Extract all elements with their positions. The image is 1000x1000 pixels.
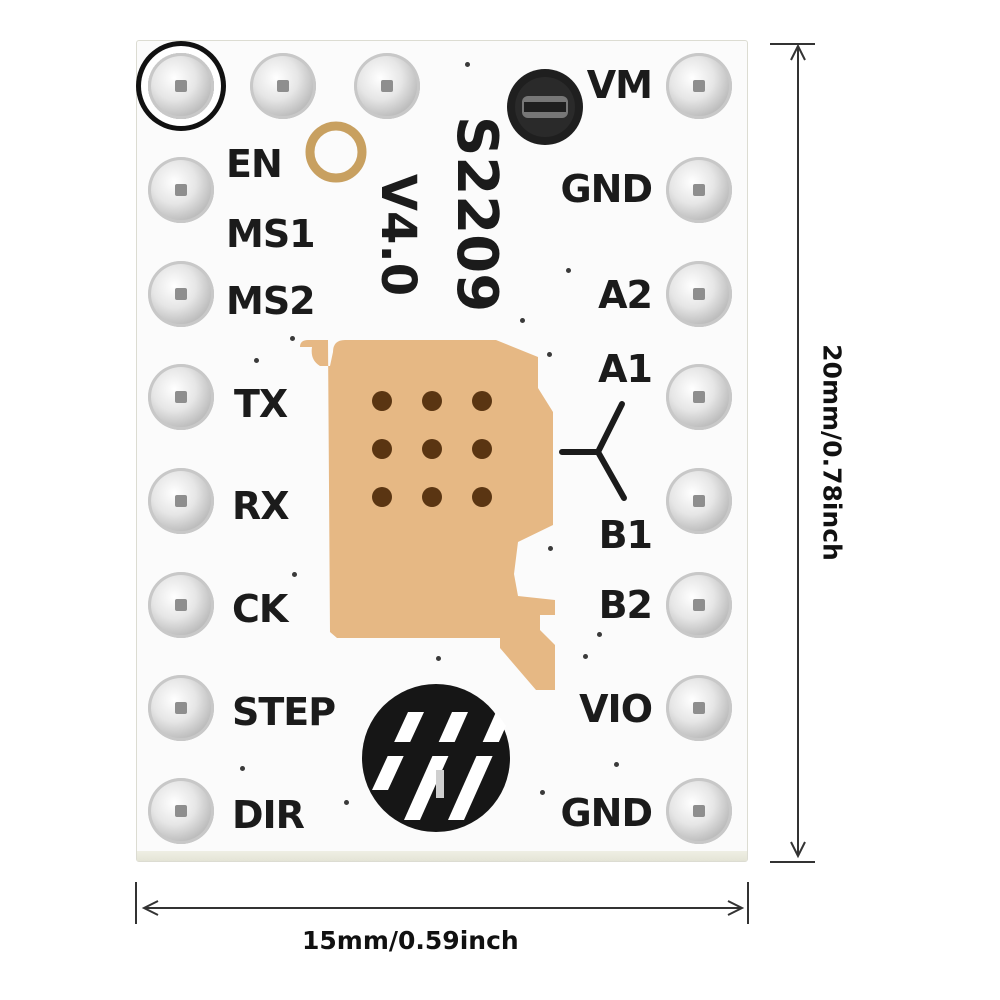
silkscreen-dot bbox=[547, 352, 552, 357]
pad-via bbox=[422, 439, 442, 459]
pin-label-b1: B1 bbox=[598, 513, 653, 557]
left-pin bbox=[148, 364, 214, 430]
right-pin bbox=[666, 157, 732, 223]
pin-label-ms2: MS2 bbox=[226, 279, 316, 323]
silkscreen-dot bbox=[566, 268, 571, 273]
left-pin bbox=[148, 572, 214, 638]
silkscreen-dot bbox=[548, 546, 553, 551]
pad-via bbox=[422, 487, 442, 507]
width-dimension-label: 15mm/0.59inch bbox=[302, 926, 519, 955]
top-pin bbox=[250, 53, 316, 119]
silkscreen-dot bbox=[436, 656, 441, 661]
pin-label-en: EN bbox=[226, 142, 283, 186]
silkscreen-dot bbox=[240, 766, 245, 771]
board-model-label: S2209 bbox=[444, 116, 509, 313]
pad-via bbox=[372, 487, 392, 507]
pin-label-vio: VIO bbox=[579, 687, 653, 731]
pad-via bbox=[372, 439, 392, 459]
pin-label-b2: B2 bbox=[598, 583, 653, 627]
pin-label-a2: A2 bbox=[598, 273, 653, 317]
right-pin bbox=[666, 261, 732, 327]
left-pin bbox=[148, 261, 214, 327]
pad-via bbox=[472, 439, 492, 459]
left-pin bbox=[148, 468, 214, 534]
right-pin bbox=[666, 468, 732, 534]
pin-label-a1: A1 bbox=[598, 347, 653, 391]
silkscreen-dot bbox=[597, 632, 602, 637]
pin-label-ms1: MS1 bbox=[226, 212, 316, 256]
silkscreen-dot bbox=[465, 62, 470, 67]
left-pin bbox=[148, 675, 214, 741]
top-pin bbox=[354, 53, 420, 119]
copper-ring bbox=[305, 121, 367, 183]
brand-logo-icon bbox=[362, 684, 510, 832]
pad-via bbox=[472, 487, 492, 507]
pad-via bbox=[472, 391, 492, 411]
silkscreen-dot bbox=[540, 790, 545, 795]
pin-label-vm: VM bbox=[586, 63, 653, 107]
left-pin bbox=[148, 157, 214, 223]
pad-via bbox=[422, 391, 442, 411]
silkscreen-dot bbox=[344, 800, 349, 805]
copper-pad-shape bbox=[300, 340, 555, 690]
pin-label-step: STEP bbox=[232, 690, 336, 734]
pad-via bbox=[372, 391, 392, 411]
pin-label-gnd-bottom: GND bbox=[560, 791, 653, 835]
silkscreen-dot bbox=[583, 654, 588, 659]
right-pin bbox=[666, 675, 732, 741]
right-pin bbox=[666, 364, 732, 430]
right-pin bbox=[666, 572, 732, 638]
silkscreen-dot bbox=[520, 318, 525, 323]
left-pin bbox=[148, 778, 214, 844]
top-pin bbox=[148, 53, 214, 119]
pin-label-gnd: GND bbox=[560, 167, 653, 211]
right-pin bbox=[666, 53, 732, 119]
silkscreen-dot bbox=[290, 336, 295, 341]
board-version-label: V4.0 bbox=[370, 173, 426, 297]
pin-label-dir: DIR bbox=[232, 793, 305, 837]
silkscreen-dot bbox=[254, 358, 259, 363]
silkscreen-dot bbox=[614, 762, 619, 767]
pin-label-ck: CK bbox=[232, 587, 288, 631]
coil-branch-symbol bbox=[559, 401, 627, 501]
silkscreen-dot bbox=[292, 572, 297, 577]
pin-label-rx: RX bbox=[232, 484, 290, 528]
right-pin bbox=[666, 778, 732, 844]
pin-label-tx: TX bbox=[234, 382, 288, 426]
